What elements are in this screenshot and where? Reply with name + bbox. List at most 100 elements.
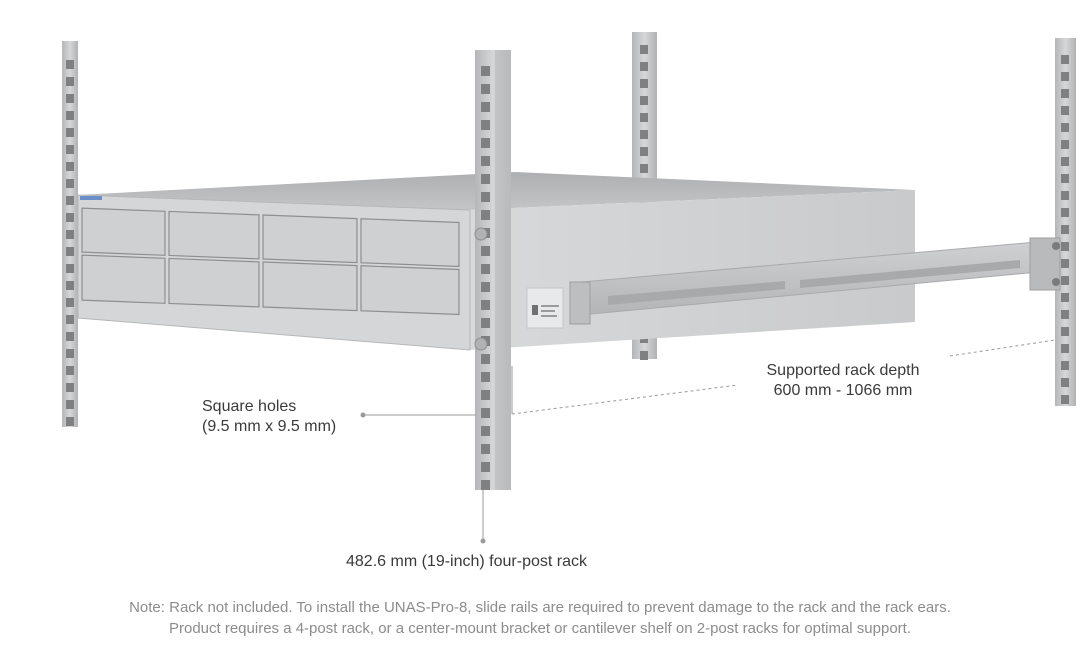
square-hole xyxy=(481,66,490,76)
square-hole xyxy=(66,281,74,290)
square-hole xyxy=(1061,344,1069,353)
square-hole xyxy=(481,138,490,148)
drive-bays xyxy=(81,207,460,316)
square-hole xyxy=(1061,293,1069,302)
square-hole xyxy=(66,400,74,409)
square-hole xyxy=(66,298,74,307)
callout-square-holes-line1: Square holes xyxy=(202,398,297,415)
square-hole xyxy=(481,318,490,328)
square-hole xyxy=(640,113,648,122)
drive-bay xyxy=(168,257,260,308)
callout-lines xyxy=(360,339,1056,544)
square-hole xyxy=(1061,55,1069,64)
square-hole xyxy=(1061,378,1069,387)
square-hole xyxy=(640,164,648,173)
depth-dashed-line-back xyxy=(949,339,1056,357)
square-hole xyxy=(66,417,74,426)
square-hole xyxy=(66,213,74,222)
square-hole xyxy=(481,264,490,274)
square-hole xyxy=(1061,89,1069,98)
chassis-side-label xyxy=(526,287,564,329)
callout-rack-depth-line2: 600 mm - 1066 mm xyxy=(773,382,913,399)
depth-dashed-line-front xyxy=(511,384,739,415)
square-hole xyxy=(1061,259,1069,268)
square-hole xyxy=(66,196,74,205)
square-hole xyxy=(66,366,74,375)
square-hole xyxy=(66,230,74,239)
drive-bay xyxy=(168,210,260,260)
square-hole xyxy=(481,120,490,130)
installation-note-line2: Product requires a 4-post rack, or a cen… xyxy=(168,620,911,637)
square-hole xyxy=(66,179,74,188)
square-hole xyxy=(66,247,74,256)
square-hole xyxy=(640,351,648,360)
square-hole xyxy=(640,45,648,54)
square-hole xyxy=(1061,157,1069,166)
slide-rail xyxy=(569,237,1061,325)
square-hole xyxy=(66,264,74,273)
square-hole xyxy=(481,174,490,184)
square-hole xyxy=(640,147,648,156)
square-hole xyxy=(640,96,648,105)
square-hole xyxy=(481,282,490,292)
drive-bay xyxy=(81,254,166,304)
callout-square-holes-line2: (9.5 mm x 9.5 mm) xyxy=(202,418,337,435)
square-hole xyxy=(481,102,490,112)
square-hole xyxy=(66,128,74,137)
square-hole xyxy=(1061,72,1069,81)
square-hole xyxy=(481,246,490,256)
square-hole xyxy=(66,332,74,341)
callout-rack-width: 482.6 mm (19-inch) four-post rack xyxy=(346,553,587,570)
square-hole xyxy=(1061,174,1069,183)
square-hole xyxy=(481,300,490,310)
square-hole xyxy=(66,111,74,120)
square-hole xyxy=(481,372,490,382)
square-holes-back-right xyxy=(1061,55,1069,404)
rack-post-front-right xyxy=(474,50,511,490)
drive-bay xyxy=(360,218,460,268)
square-hole xyxy=(66,77,74,86)
square-hole xyxy=(481,408,490,418)
square-hole xyxy=(481,390,490,400)
square-hole xyxy=(1061,123,1069,132)
square-hole xyxy=(1061,140,1069,149)
square-hole xyxy=(1061,361,1069,370)
square-hole xyxy=(1061,395,1069,404)
square-hole xyxy=(481,84,490,94)
square-hole xyxy=(66,145,74,154)
rack-ear-screw-top xyxy=(474,227,488,241)
square-hole xyxy=(481,444,490,454)
square-hole xyxy=(1061,327,1069,336)
brand-logo xyxy=(80,196,102,200)
callout-rack-depth: Supported rack depth 600 mm - 1066 mm xyxy=(738,361,948,401)
square-hole xyxy=(640,130,648,139)
callout-square-holes: Square holes (9.5 mm x 9.5 mm) xyxy=(202,397,336,437)
callout-rack-depth-line1: Supported rack depth xyxy=(766,362,920,379)
rack-post-back-right xyxy=(1055,38,1076,406)
square-hole xyxy=(66,162,74,171)
square-hole xyxy=(1061,191,1069,200)
drive-bay xyxy=(360,265,460,316)
callout-dot-rack-width xyxy=(480,538,486,544)
square-hole xyxy=(1061,106,1069,115)
installation-note-line1: Note: Rack not included. To install the … xyxy=(129,599,951,616)
installation-note: Note: Rack not included. To install the … xyxy=(0,597,1080,639)
square-hole xyxy=(481,426,490,436)
drive-bay xyxy=(262,261,358,312)
square-hole xyxy=(66,315,74,324)
drive-bay xyxy=(81,207,166,256)
square-hole xyxy=(66,349,74,358)
square-hole xyxy=(481,156,490,166)
square-hole xyxy=(481,462,490,472)
callout-dot-square-holes xyxy=(360,412,366,418)
rack-post-back-left xyxy=(62,41,78,427)
square-hole xyxy=(1061,208,1069,217)
square-hole xyxy=(640,79,648,88)
square-hole xyxy=(481,210,490,220)
square-hole xyxy=(66,60,74,69)
drive-bay xyxy=(262,214,358,264)
square-hole xyxy=(66,94,74,103)
square-hole xyxy=(640,62,648,71)
square-hole xyxy=(66,383,74,392)
